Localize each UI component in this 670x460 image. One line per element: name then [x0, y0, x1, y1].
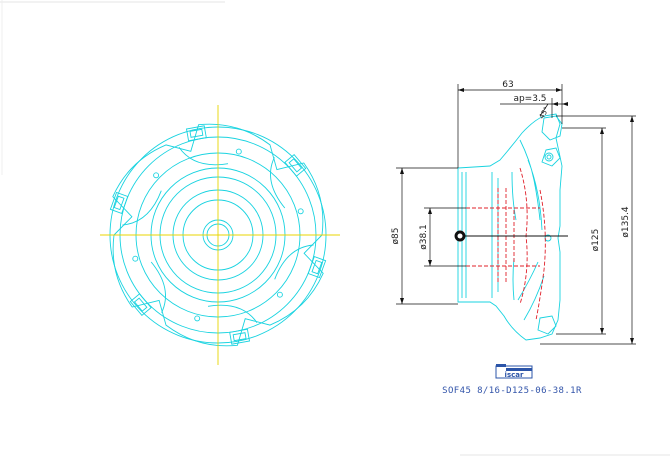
- part-number-caption: SOF45 8/16-D125-06-38.1R: [442, 386, 582, 396]
- insert-seat: [113, 195, 125, 211]
- dim-overall-length-label: 63: [502, 80, 513, 90]
- chip-pocket-arc: [270, 157, 286, 209]
- insert: [284, 154, 307, 177]
- chip-pocket-arc: [274, 244, 314, 280]
- insert: [229, 328, 251, 345]
- insert-body: [229, 328, 251, 345]
- arrow-125-bottom: [600, 328, 604, 334]
- logo-frame: [495, 365, 533, 379]
- dim-angle-leader: [539, 103, 549, 117]
- insert: [185, 125, 207, 142]
- coolant-port: [235, 148, 242, 155]
- dim-cutter-diameter-label: ø125: [591, 229, 601, 252]
- arrow-135-top: [630, 116, 634, 122]
- insert-body: [307, 256, 327, 279]
- arrow-ap-right: [562, 102, 568, 106]
- insert-seat: [288, 158, 303, 173]
- coolant-port: [297, 208, 304, 215]
- side-inner-profile: [461, 172, 499, 298]
- chip-pocket-arc: [207, 304, 258, 323]
- dimension-lines: [396, 84, 636, 345]
- insert: [109, 191, 129, 214]
- insert-body: [185, 125, 207, 142]
- arrow-85-top: [400, 168, 404, 174]
- front-centerlines: [100, 105, 340, 365]
- pinwheel-outline: [112, 123, 324, 347]
- coolant-port: [276, 291, 283, 298]
- side-insert-bottom: [537, 315, 557, 335]
- logo-bar: [506, 368, 532, 371]
- coolant-port: [194, 315, 201, 322]
- dim-lead-angle-label: 45°: [538, 106, 551, 121]
- dim-bore-diameter-label: ø38.1: [419, 224, 429, 250]
- arrow-63-left: [458, 88, 464, 92]
- insert-screw-top: [544, 152, 554, 162]
- arrow-125-top: [600, 128, 604, 134]
- insert-seat: [311, 259, 323, 275]
- inserts: [109, 125, 327, 345]
- insert-seat: [232, 332, 247, 342]
- side-view-cutter: [454, 113, 568, 341]
- coolant-port: [153, 172, 160, 179]
- iscar-logo: iscar: [495, 364, 533, 379]
- dim-max-diameter-label: ø135.4: [621, 206, 631, 238]
- arrow-85-bottom: [400, 298, 404, 304]
- chip-pocket-arc: [150, 261, 166, 313]
- dimension-arrows: [400, 88, 634, 344]
- chip-pocket-arc: [178, 147, 229, 166]
- insert-body: [109, 191, 129, 214]
- insert-seat: [133, 297, 148, 312]
- insert-body: [284, 154, 307, 177]
- logo-accent: [496, 364, 506, 367]
- dim-hub-diameter-label: ø85: [391, 228, 401, 245]
- chip-pockets: [122, 147, 314, 323]
- arrow-38-top: [428, 208, 432, 214]
- insert: [129, 293, 152, 316]
- coolant-port: [132, 255, 139, 262]
- insert-screw-top-inner: [546, 154, 552, 160]
- cutter-body-outline: [112, 123, 324, 347]
- coolant-channel-hidden-2: [535, 189, 546, 321]
- side-flute-lines: [511, 139, 545, 321]
- insert: [307, 256, 327, 279]
- center-mark-inner: [457, 233, 463, 239]
- arrow-63-right: [556, 88, 562, 92]
- arrow-135-bottom: [630, 338, 634, 344]
- chip-pocket-arc: [122, 190, 162, 226]
- side-body-outline: [457, 113, 563, 341]
- insert-seat: [189, 128, 204, 138]
- insert-body: [129, 293, 152, 316]
- arrow-ap-left: [552, 102, 558, 106]
- dim-depth-of-cut-label: ap=3.5: [513, 94, 546, 104]
- hidden-lines: [466, 167, 546, 321]
- arrow-38-bottom: [428, 260, 432, 266]
- logo-text: iscar: [505, 371, 524, 379]
